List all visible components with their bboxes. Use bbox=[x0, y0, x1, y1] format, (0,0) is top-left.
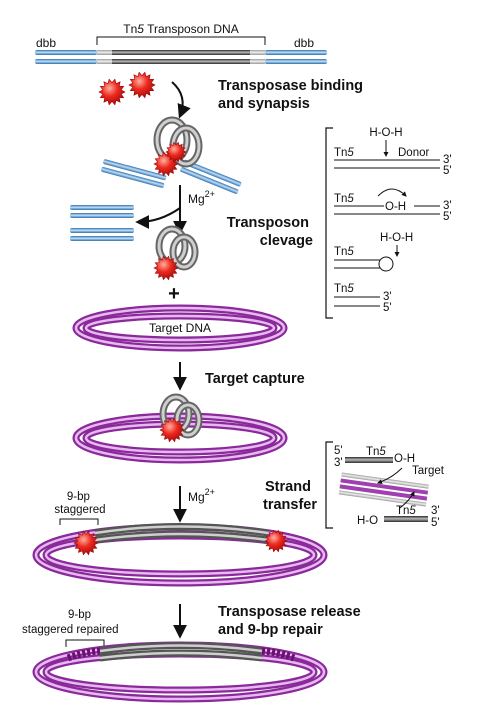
target-dna-label: Target DNA bbox=[149, 321, 211, 335]
transposase-icon bbox=[159, 417, 185, 443]
target-dna-ring bbox=[72, 304, 288, 352]
transposome bbox=[153, 225, 199, 281]
target-label: Target bbox=[412, 465, 445, 477]
released-donor-dna bbox=[70, 205, 134, 241]
tn5-label: Tn5 bbox=[366, 446, 386, 458]
tn5-label: Tn5 bbox=[334, 283, 354, 295]
transposon-dna-label: Tn5 Transposon DNA bbox=[123, 22, 238, 36]
water-label: H-O-H bbox=[380, 232, 413, 244]
tn5-label: Tn5 bbox=[334, 246, 354, 258]
staggered-bracket bbox=[59, 518, 99, 525]
tn5-label: Tn5 bbox=[396, 505, 416, 517]
step-strand-transfer: Strand transfer bbox=[263, 479, 317, 513]
mg-ion-label: Mg2+ bbox=[188, 189, 215, 206]
step-release-repair: Transposase release and 9-bp repair bbox=[218, 604, 365, 638]
step-cleavage: Transposon clevage bbox=[227, 215, 313, 249]
tn5-label: Tn5 bbox=[334, 193, 354, 205]
svg-text:3': 3' bbox=[443, 200, 452, 212]
step-target-capture: Target capture bbox=[205, 371, 305, 387]
transposase-icon bbox=[128, 71, 156, 99]
tn5-label: Tn5 bbox=[334, 147, 354, 159]
three-prime-label: 3' bbox=[443, 154, 452, 166]
staggered-repaired-label: 9-bp staggered repaired bbox=[22, 609, 119, 636]
oh-label: O-H bbox=[385, 201, 406, 213]
water-label: H-O-H bbox=[369, 127, 402, 139]
transposase-icon bbox=[98, 78, 126, 106]
integration-ring bbox=[32, 523, 328, 587]
staggered-label: 9-bp staggered bbox=[54, 491, 105, 516]
donor-dna bbox=[35, 50, 327, 64]
repaired-ring bbox=[32, 641, 328, 703]
step-binding-synapsis: Transposase binding and synapsis bbox=[218, 78, 367, 112]
transposase-icon bbox=[73, 530, 99, 556]
transposase-pair bbox=[98, 71, 156, 106]
svg-text:5': 5' bbox=[383, 302, 392, 314]
svg-text:5': 5' bbox=[431, 517, 440, 529]
ho-label: H-O bbox=[357, 515, 378, 527]
transfer-mechanism-panel: 5' 3' Tn5 O-H Target H-O Tn5 3' 5' bbox=[325, 441, 445, 529]
mg-ion-label-2: Mg2+ bbox=[188, 487, 215, 504]
release-arrow bbox=[135, 207, 181, 229]
step-arrow bbox=[171, 81, 191, 119]
five-prime-label: 5' bbox=[443, 165, 452, 177]
transposon-bracket bbox=[96, 36, 266, 45]
transposase-icon bbox=[264, 529, 288, 553]
donor-label: Donor bbox=[398, 147, 429, 159]
synaptic-complex bbox=[101, 116, 242, 194]
oh-label: O-H bbox=[394, 453, 415, 465]
svg-text:5': 5' bbox=[334, 445, 343, 457]
transposase-icon bbox=[153, 255, 179, 281]
dbb-label-left: dbb bbox=[36, 36, 56, 50]
svg-text:3': 3' bbox=[383, 291, 392, 303]
cleavage-mechanism-panel: H-O-H Tn5 Donor 3' 5' Tn5 O-H 3' 5' Tn5 … bbox=[325, 127, 452, 319]
svg-text:3': 3' bbox=[431, 505, 440, 517]
svg-text:5': 5' bbox=[443, 211, 452, 223]
dbb-label-right: dbb bbox=[294, 36, 314, 50]
repaired-bracket bbox=[65, 639, 105, 647]
plus-sign: + bbox=[168, 283, 180, 305]
svg-text:3': 3' bbox=[334, 457, 343, 469]
captured-target-ring bbox=[72, 393, 288, 464]
transposase-icon bbox=[165, 141, 187, 163]
